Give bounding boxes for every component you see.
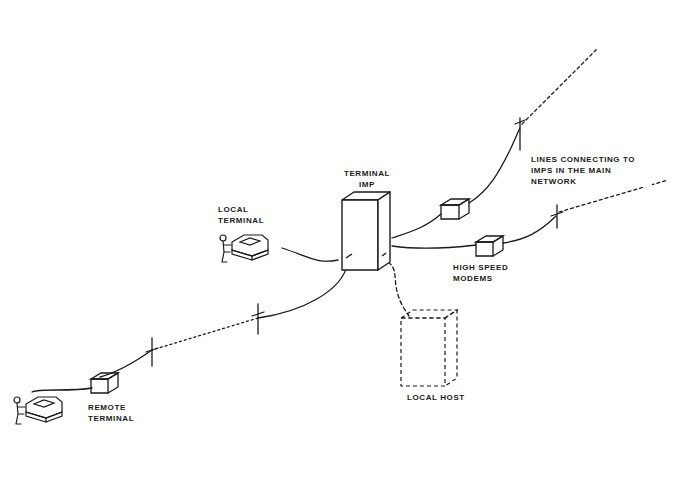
connector-wire	[388, 262, 409, 316]
modem-box	[441, 199, 469, 219]
line-wire	[469, 128, 520, 203]
connector-wire	[282, 248, 338, 261]
modem-wire	[392, 214, 441, 238]
node-label: LOCAL HOST	[407, 392, 465, 403]
note-label: LINES CONNECTING TO IMPS IN THE MAIN NET…	[530, 154, 652, 187]
node-label: LOCAL TERMINAL	[218, 204, 282, 226]
shape-outline	[12, 392, 82, 479]
note-label: HIGH SPEED MODEMS	[452, 262, 518, 284]
line-wire	[503, 216, 556, 243]
terminal-node: REMOTE TERMINAL	[12, 392, 160, 426]
pole-symbol	[146, 118, 563, 366]
shape-outline	[218, 230, 288, 340]
node-label: TERMINAL IMP	[338, 168, 396, 190]
host-box: LOCAL HOST	[395, 306, 465, 405]
modem-box	[476, 236, 503, 256]
connector-wire	[32, 262, 348, 392]
imp-box: TERMINAL IMP	[338, 168, 396, 272]
network-line	[522, 48, 598, 124]
modem-wire	[392, 245, 476, 248]
terminal-node: LOCAL TERMINAL	[218, 204, 282, 264]
node-label: REMOTE TERMINAL	[88, 402, 160, 424]
